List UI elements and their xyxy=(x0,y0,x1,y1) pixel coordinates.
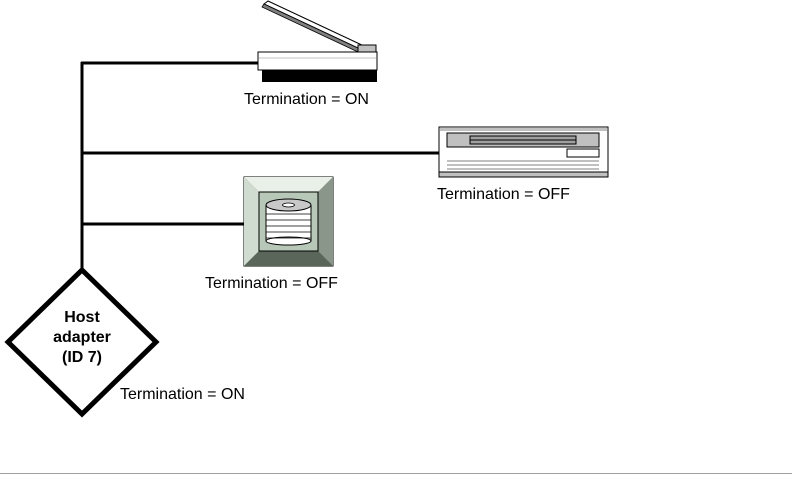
tape-drive-icon xyxy=(438,126,609,178)
scsi-bus xyxy=(80,61,440,268)
bottom-divider xyxy=(0,473,792,474)
scanner-termination-label: Termination = ON xyxy=(244,91,369,108)
scanner-icon xyxy=(257,0,378,82)
host-termination-label: Termination = ON xyxy=(120,386,245,403)
cd-rom-termination-label: Termination = OFF xyxy=(205,275,338,292)
host-line-1: Host xyxy=(64,309,100,326)
cd-rom-icon xyxy=(243,176,334,267)
host-adapter-diamond xyxy=(4,266,160,418)
host-adapter-label: Host adapter (ID 7) xyxy=(32,308,132,368)
host-line-3: (ID 7) xyxy=(62,349,102,366)
host-line-2: adapter xyxy=(53,329,111,346)
tape-drive-termination-label: Termination = OFF xyxy=(437,186,570,203)
